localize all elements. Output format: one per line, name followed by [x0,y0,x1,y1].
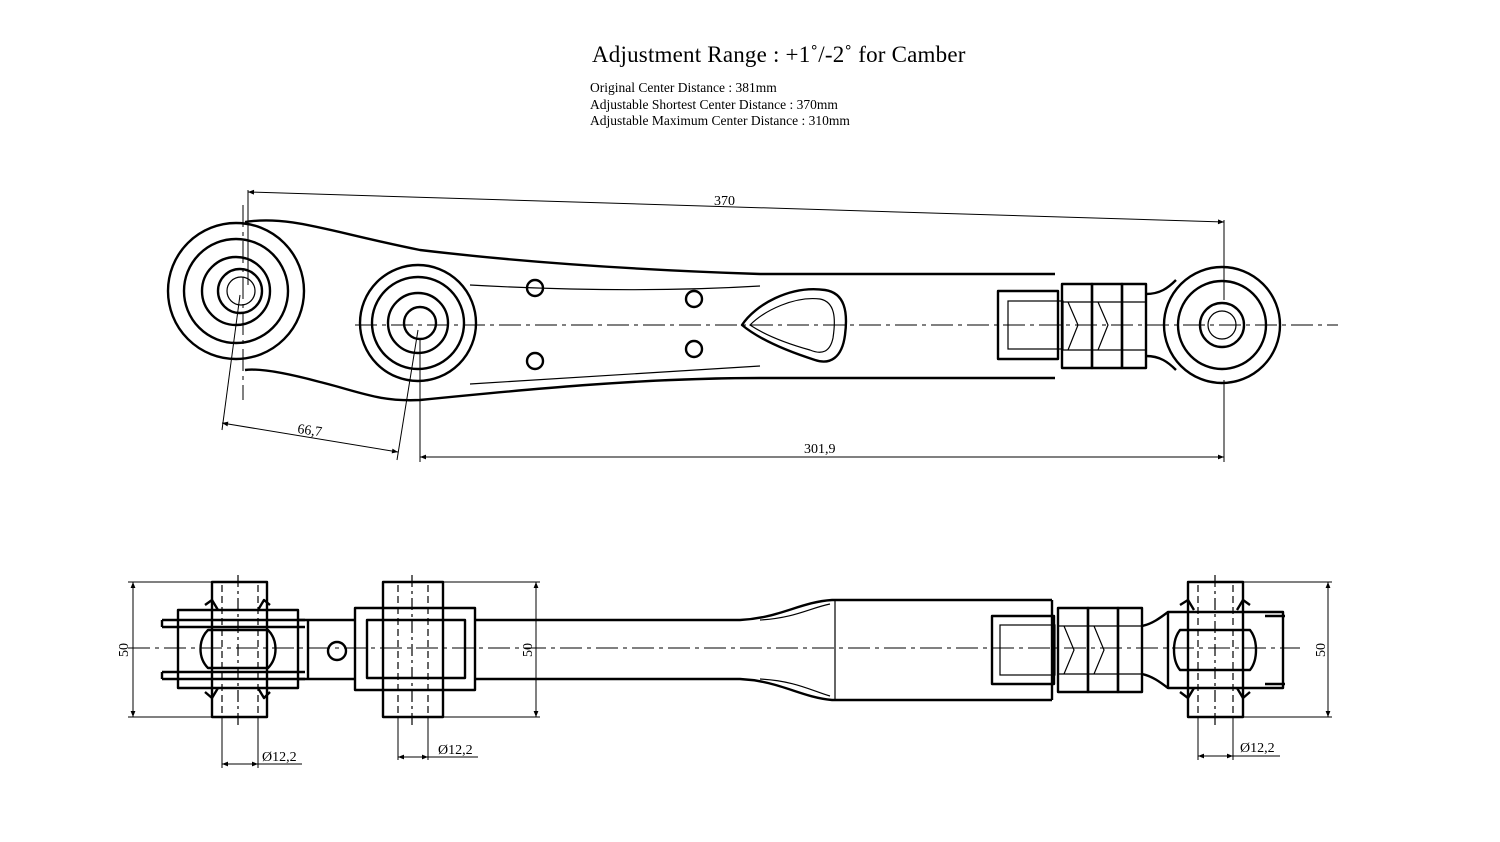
dim-bore-mid-label: Ø12,2 [438,743,473,758]
mount-hole-3 [684,289,704,309]
lightening-slot [740,288,848,363]
arm-rib-upper [469,284,761,291]
mount-hole-4 [684,339,704,359]
dim-height-left-label: 50 [117,643,132,657]
side-rod-end [1141,575,1285,725]
side-adjuster-sleeve [990,614,1056,686]
dim-height-right-label: 50 [1314,643,1329,657]
mount-hole-2 [525,351,545,371]
spec-maximum-center-distance: Adjustable Maximum Center Distance : 310… [590,113,850,128]
side-arm-body [475,598,1052,702]
dim-height-mid-label: 50 [521,643,536,657]
spec-original-center-distance: Original Center Distance : 381mm [590,80,777,95]
side-mount-hole [326,640,348,662]
dim-inner-label: 301,9 [804,442,836,457]
dim-bore-left-label: Ø12,2 [262,750,297,765]
side-lock-nuts [1056,606,1144,694]
dim-overall-label: 370 [714,194,735,209]
arm-rib-lower [469,365,761,385]
dim-line-overall [247,189,1225,225]
spec-shortest-center-distance: Adjustable Shortest Center Distance : 37… [590,96,838,112]
lock-nuts [1060,282,1148,370]
top-view: 370 66,7 301,9 [166,189,1338,462]
rod-end [1145,265,1282,385]
dim-bore-right-label: Ø12,2 [1240,741,1275,756]
side-view: 50 50 50 Ø12,2 Ø12,2 Ø12,2 [117,575,1332,768]
dim-line-offset [221,421,399,454]
drawing-title: Adjustment Range : +1˚/-2˚ for Camber [592,42,966,67]
side-middle-bushing [353,575,477,725]
spec-notes: Original Center Distance : 381mm Adjusta… [590,80,850,130]
side-left-bushing [160,575,305,725]
dim-offset-label: 66,7 [296,422,322,440]
middle-bushing [358,263,478,383]
mount-hole-1 [525,278,545,298]
adjuster-sleeve [996,289,1060,361]
left-bushing [166,221,306,361]
